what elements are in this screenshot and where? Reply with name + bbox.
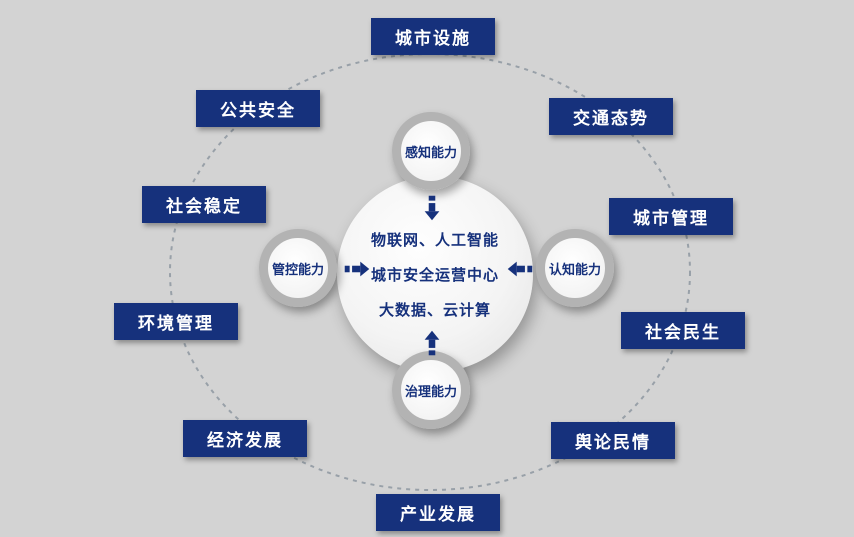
circle-control-capability: 管控能力 — [259, 229, 337, 307]
governance-label: 治理能力 — [404, 384, 457, 400]
label-environment-management: 环境管理 — [114, 303, 238, 340]
cognition-label: 认知能力 — [548, 262, 601, 278]
center-text-block: 物联网、人工智能 城市安全运营中心 大数据、云计算 — [337, 176, 533, 372]
circle-governance-capability: 治理能力 — [392, 351, 470, 429]
label-public-opinion: 舆论民情 — [551, 422, 675, 459]
center-line-bigdata: 大数据、云计算 — [378, 300, 491, 319]
label-economic-development: 经济发展 — [183, 420, 307, 457]
center-line-iot-ai: 物联网、人工智能 — [370, 230, 499, 249]
label-traffic-situation: 交通态势 — [549, 98, 673, 135]
arrow-down-icon — [424, 195, 440, 221]
label-industry-development: 产业发展 — [376, 494, 500, 531]
arrow-up-icon — [424, 330, 440, 356]
label-city-management: 城市管理 — [609, 198, 733, 235]
label-public-safety: 公共安全 — [196, 90, 320, 127]
arrow-left-icon — [507, 261, 533, 277]
label-social-livelihood: 社会民生 — [621, 312, 745, 349]
control-label: 管控能力 — [271, 262, 324, 278]
center-line-ops-center: 城市安全运营中心 — [370, 265, 499, 284]
label-city-facilities: 城市设施 — [371, 18, 495, 55]
circle-cognition-capability: 认知能力 — [536, 229, 614, 307]
label-social-stability: 社会稳定 — [142, 186, 266, 223]
arrow-right-icon — [344, 261, 370, 277]
circle-perception-capability: 感知能力 — [392, 112, 470, 190]
perception-label: 感知能力 — [404, 145, 457, 161]
